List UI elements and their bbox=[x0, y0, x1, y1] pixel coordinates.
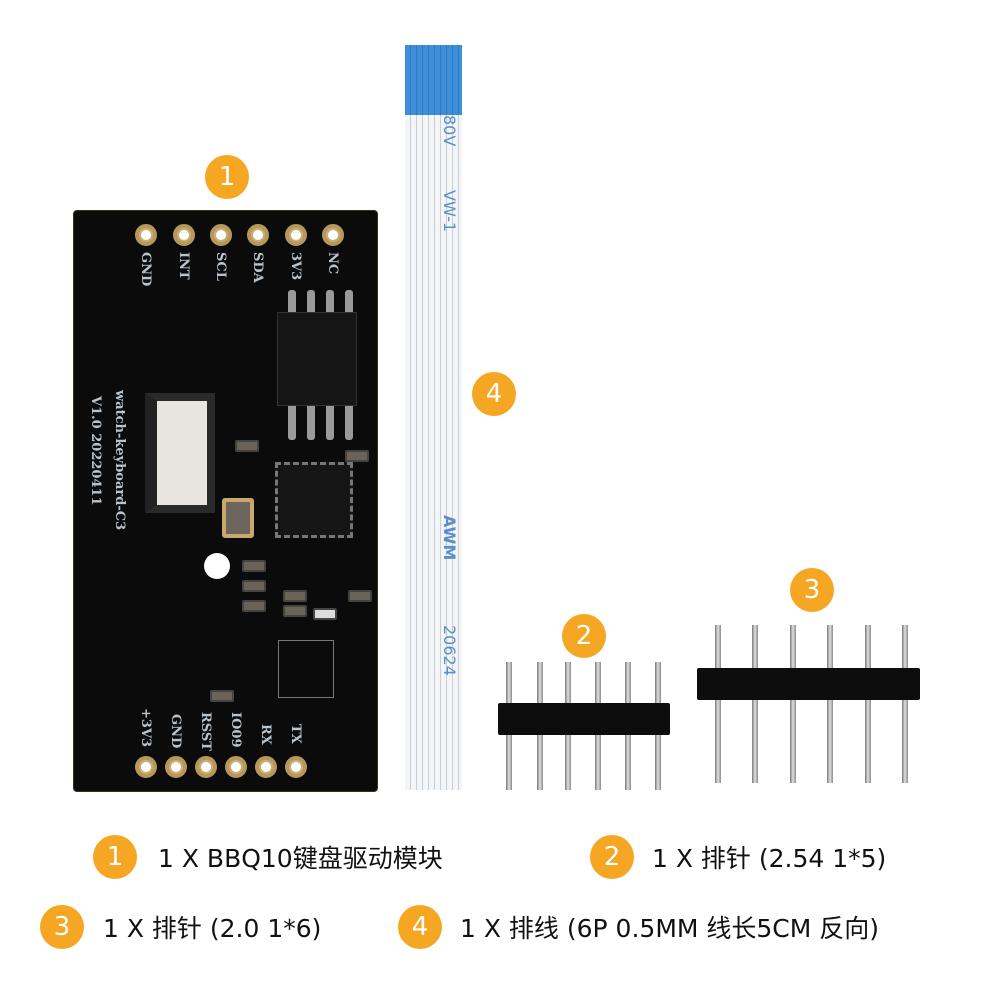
silk-label: GND bbox=[168, 714, 183, 749]
pad-rx bbox=[255, 756, 277, 778]
ffc-cable bbox=[405, 45, 462, 790]
cable-print: AWM bbox=[440, 515, 459, 561]
pin-header-2.54 bbox=[498, 703, 670, 735]
mounting-hole bbox=[204, 553, 230, 579]
pad-scl bbox=[210, 224, 232, 246]
silk-label: RX bbox=[258, 724, 273, 745]
silk-label: INT bbox=[176, 252, 191, 280]
cable-blue-stiffener bbox=[405, 45, 462, 115]
pad-3v3 bbox=[285, 224, 307, 246]
pin-header-2.0 bbox=[697, 668, 920, 700]
board-name: watch-keyboard-C3 bbox=[112, 390, 127, 531]
pad-nc bbox=[322, 224, 344, 246]
pad-int bbox=[173, 224, 195, 246]
callout-badge: 3 bbox=[790, 568, 834, 612]
cable-print: 80V bbox=[440, 115, 459, 147]
pad-rsst bbox=[195, 756, 217, 778]
legend-badge: 2 bbox=[590, 835, 634, 879]
callout-badge: 4 bbox=[472, 372, 516, 416]
regulator bbox=[278, 640, 334, 698]
pad-tx bbox=[285, 756, 307, 778]
soic-chip bbox=[277, 312, 357, 406]
legend-item: 1 X BBQ10键盘驱动模块 bbox=[158, 844, 443, 873]
silk-label: SDA bbox=[250, 252, 265, 283]
silk-label: RSST bbox=[198, 712, 213, 751]
pad-sda bbox=[247, 224, 269, 246]
qfn-chip bbox=[275, 462, 353, 538]
legend-badge: 1 bbox=[93, 835, 137, 879]
legend-item: 1 X 排针 (2.0 1*6) bbox=[103, 914, 322, 943]
legend-badge: 3 bbox=[40, 905, 84, 949]
cable-print: 20624 bbox=[440, 625, 459, 676]
silk-label: TX bbox=[288, 724, 303, 744]
silk-label: SCL bbox=[213, 252, 228, 281]
pad-3v3-bottom bbox=[135, 756, 157, 778]
silk-label: +3V3 bbox=[138, 708, 153, 748]
pad-io09 bbox=[225, 756, 247, 778]
legend-item: 1 X 排针 (2.54 1*5) bbox=[652, 844, 887, 873]
silk-label: 3V3 bbox=[288, 252, 303, 281]
legend-item: 1 X 排线 (6P 0.5MM 线长5CM 反向) bbox=[460, 914, 880, 943]
pad-gnd-bottom bbox=[165, 756, 187, 778]
fpc-connector bbox=[145, 393, 215, 513]
cable-print: VW-1 bbox=[440, 190, 459, 233]
board-version: V1.0 20220411 bbox=[88, 396, 103, 506]
callout-badge: 1 bbox=[205, 155, 249, 199]
crystal bbox=[222, 498, 254, 538]
silk-label: NC bbox=[325, 252, 340, 275]
pad-gnd bbox=[135, 224, 157, 246]
callout-badge: 2 bbox=[562, 614, 606, 658]
silk-label: IO09 bbox=[228, 712, 243, 748]
legend-badge: 4 bbox=[398, 905, 442, 949]
silk-label: GND bbox=[138, 252, 153, 287]
